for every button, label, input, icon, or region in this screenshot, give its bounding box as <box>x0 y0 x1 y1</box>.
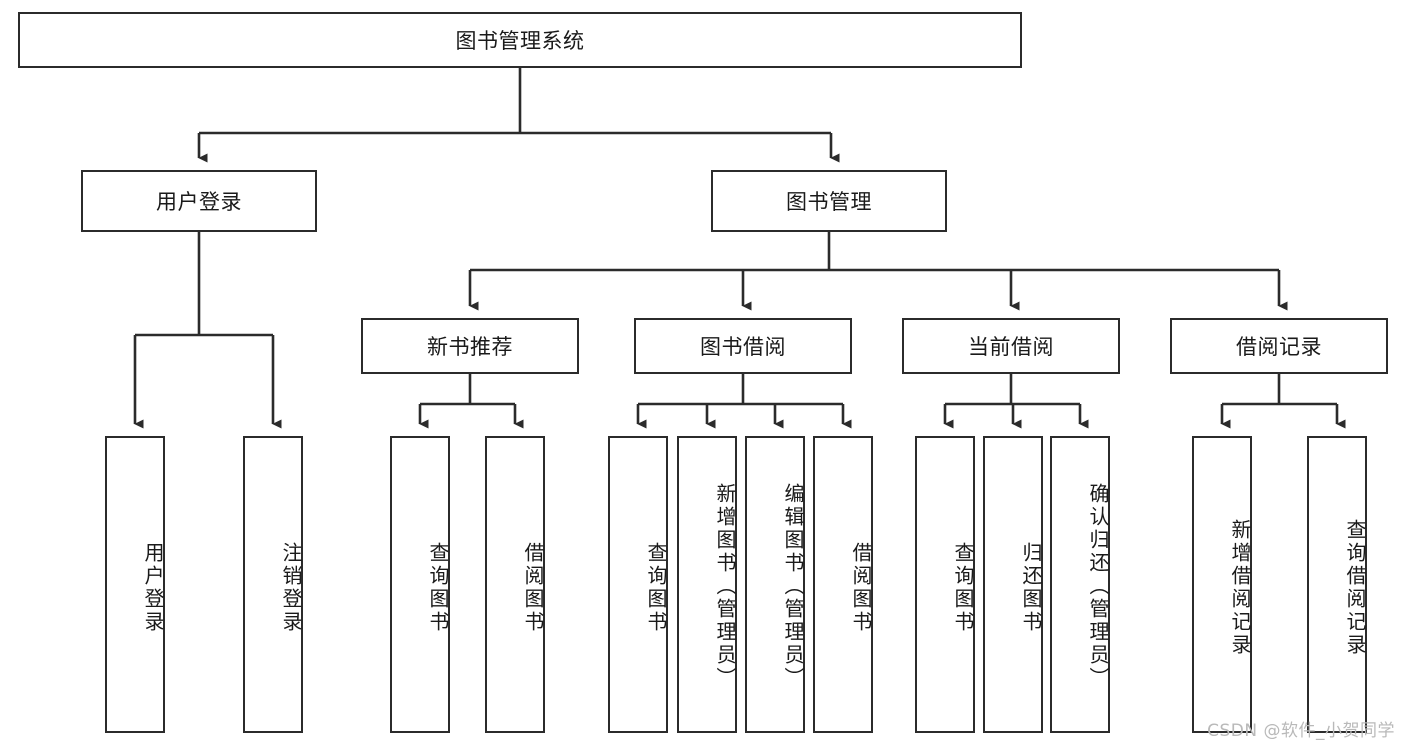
node-borrow-record[interactable]: 借阅记录 <box>1170 318 1388 374</box>
node-label: 查询图书 <box>644 541 668 634</box>
node-book-borrow[interactable]: 图书借阅 <box>634 318 852 374</box>
node-leaf-user-logout[interactable]: 注销登录 <box>243 436 303 733</box>
node-label: 图书管理系统 <box>455 29 585 53</box>
node-leaf-borrow-book-recommend[interactable]: 借阅图书 <box>485 436 545 733</box>
node-leaf-query-borrow-record[interactable]: 查询借阅记录 <box>1307 436 1367 733</box>
node-label: 借阅图书 <box>849 541 873 634</box>
node-label: 注销登录 <box>279 541 303 634</box>
node-leaf-confirm-return[interactable]: 确认归还（管理员） <box>1050 436 1110 733</box>
node-leaf-add-book[interactable]: 新增图书（管理员） <box>677 436 737 733</box>
node-leaf-return-book[interactable]: 归还图书 <box>983 436 1043 733</box>
node-label: 图书管理 <box>786 190 872 214</box>
node-label: 新增图书（管理员） <box>713 483 737 690</box>
node-label: 当前借阅 <box>968 335 1054 359</box>
watermark: CSDN @软件_小贺同学 <box>1207 721 1395 741</box>
node-leaf-borrow-book[interactable]: 借阅图书 <box>813 436 873 733</box>
node-label: 编辑图书（管理员） <box>781 483 805 690</box>
node-new-book-recommend[interactable]: 新书推荐 <box>361 318 579 374</box>
node-leaf-edit-book[interactable]: 编辑图书（管理员） <box>745 436 805 733</box>
node-leaf-query-book-current[interactable]: 查询图书 <box>915 436 975 733</box>
node-leaf-add-borrow-record[interactable]: 新增借阅记录 <box>1192 436 1252 733</box>
node-label: 新增借阅记录 <box>1228 518 1252 657</box>
node-book-manage[interactable]: 图书管理 <box>711 170 947 232</box>
node-leaf-query-book-recommend[interactable]: 查询图书 <box>390 436 450 733</box>
node-leaf-user-login[interactable]: 用户登录 <box>105 436 165 733</box>
node-label: 新书推荐 <box>427 335 513 359</box>
node-label: 借阅图书 <box>521 541 545 634</box>
node-label: 确认归还（管理员） <box>1086 483 1110 690</box>
node-label: 用户登录 <box>141 541 165 634</box>
node-label: 查询图书 <box>951 541 975 634</box>
node-label: 借阅记录 <box>1236 335 1322 359</box>
node-label: 查询图书 <box>426 541 450 634</box>
node-leaf-query-book-borrow[interactable]: 查询图书 <box>608 436 668 733</box>
node-label: 查询借阅记录 <box>1343 518 1367 657</box>
node-label: 用户登录 <box>156 190 242 214</box>
node-label: 图书借阅 <box>700 335 786 359</box>
node-label: 归还图书 <box>1019 541 1043 634</box>
node-root-system[interactable]: 图书管理系统 <box>18 12 1022 68</box>
node-user-login[interactable]: 用户登录 <box>81 170 317 232</box>
node-current-borrow[interactable]: 当前借阅 <box>902 318 1120 374</box>
